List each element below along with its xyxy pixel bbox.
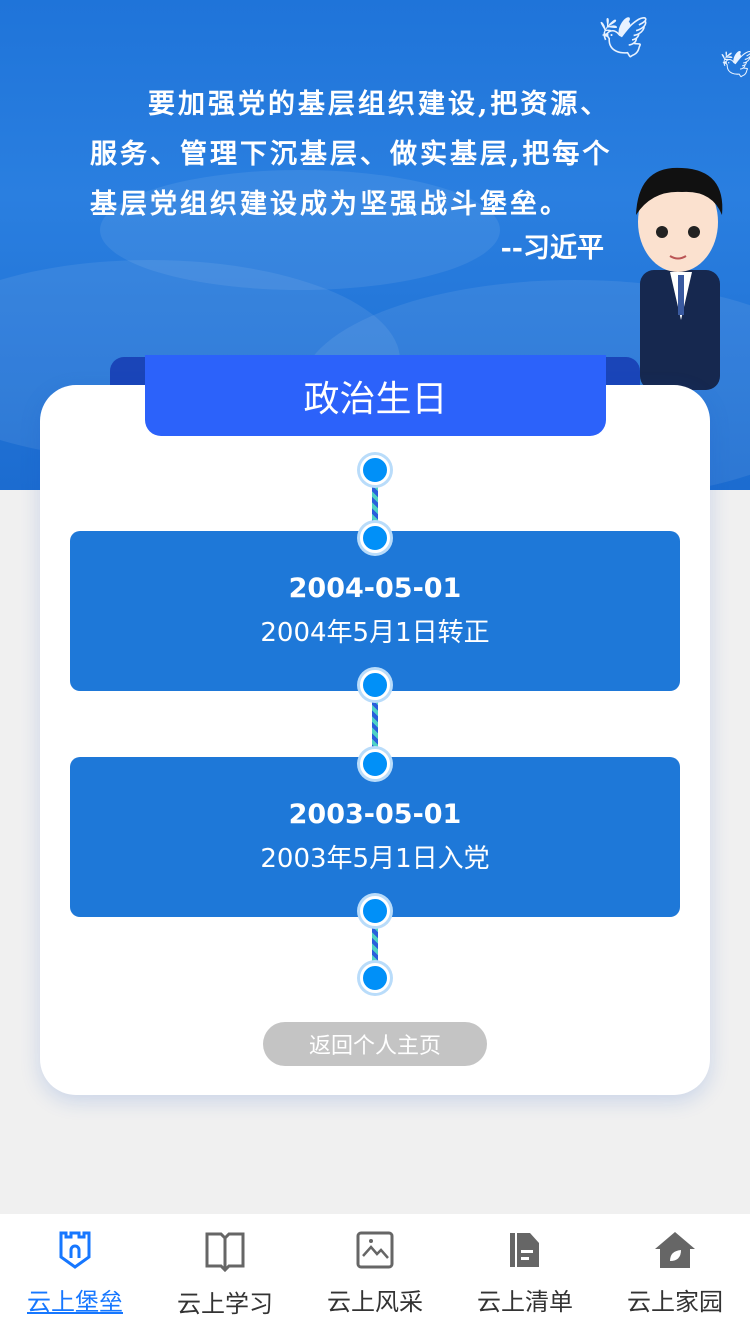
timeline-dot bbox=[360, 896, 390, 926]
tab-style[interactable]: 云上风采 bbox=[300, 1214, 450, 1334]
timeline-event: 2004-05-01 2004年5月1日转正 bbox=[70, 531, 680, 691]
event-text: 2003年5月1日入党 bbox=[260, 844, 490, 874]
page-title: 政治生日 bbox=[145, 355, 606, 436]
fortress-icon bbox=[59, 1231, 91, 1269]
back-to-profile-button[interactable]: 返回个人主页 bbox=[263, 1022, 487, 1066]
bird-icon: 🕊 bbox=[598, 15, 649, 61]
tab-home[interactable]: 云上家园 bbox=[600, 1214, 750, 1334]
home-icon bbox=[655, 1232, 695, 1268]
tab-fortress[interactable]: 云上堡垒 bbox=[0, 1214, 150, 1334]
book-icon bbox=[205, 1232, 245, 1272]
banner-author: --习近平 bbox=[500, 233, 604, 264]
banner-quote: 要加强党的基层组织建设,把资源、服务、管理下沉基层、做实基层,把每个基层党组织建… bbox=[90, 89, 613, 220]
tab-study[interactable]: 云上学习 bbox=[150, 1214, 300, 1334]
cartoon-avatar-icon bbox=[636, 167, 723, 390]
bird-icon: 🕊 bbox=[720, 50, 750, 80]
tab-label: 云上清单 bbox=[477, 1288, 573, 1316]
timeline-dot bbox=[360, 523, 390, 553]
bottom-tab-bar: 云上堡垒 云上学习 云上风采 云上清单 云上家园 bbox=[0, 1214, 750, 1334]
tab-list[interactable]: 云上清单 bbox=[450, 1214, 600, 1334]
image-icon bbox=[356, 1231, 394, 1269]
event-date: 2004-05-01 bbox=[288, 573, 462, 604]
event-date: 2003-05-01 bbox=[288, 799, 462, 830]
timeline-dot bbox=[360, 455, 390, 485]
tab-label: 云上学习 bbox=[177, 1290, 273, 1318]
timeline-connector bbox=[372, 700, 378, 750]
tab-label: 云上堡垒 bbox=[27, 1288, 123, 1316]
tab-label: 云上家园 bbox=[627, 1288, 723, 1316]
timeline-connector bbox=[372, 926, 378, 966]
tab-label: 云上风采 bbox=[327, 1288, 423, 1316]
document-icon bbox=[510, 1233, 539, 1267]
event-text: 2004年5月1日转正 bbox=[260, 618, 490, 648]
timeline-connector bbox=[372, 485, 378, 525]
timeline-dot bbox=[360, 670, 390, 700]
timeline-dot bbox=[360, 963, 390, 993]
timeline-event: 2003-05-01 2003年5月1日入党 bbox=[70, 757, 680, 917]
timeline-dot bbox=[360, 749, 390, 779]
